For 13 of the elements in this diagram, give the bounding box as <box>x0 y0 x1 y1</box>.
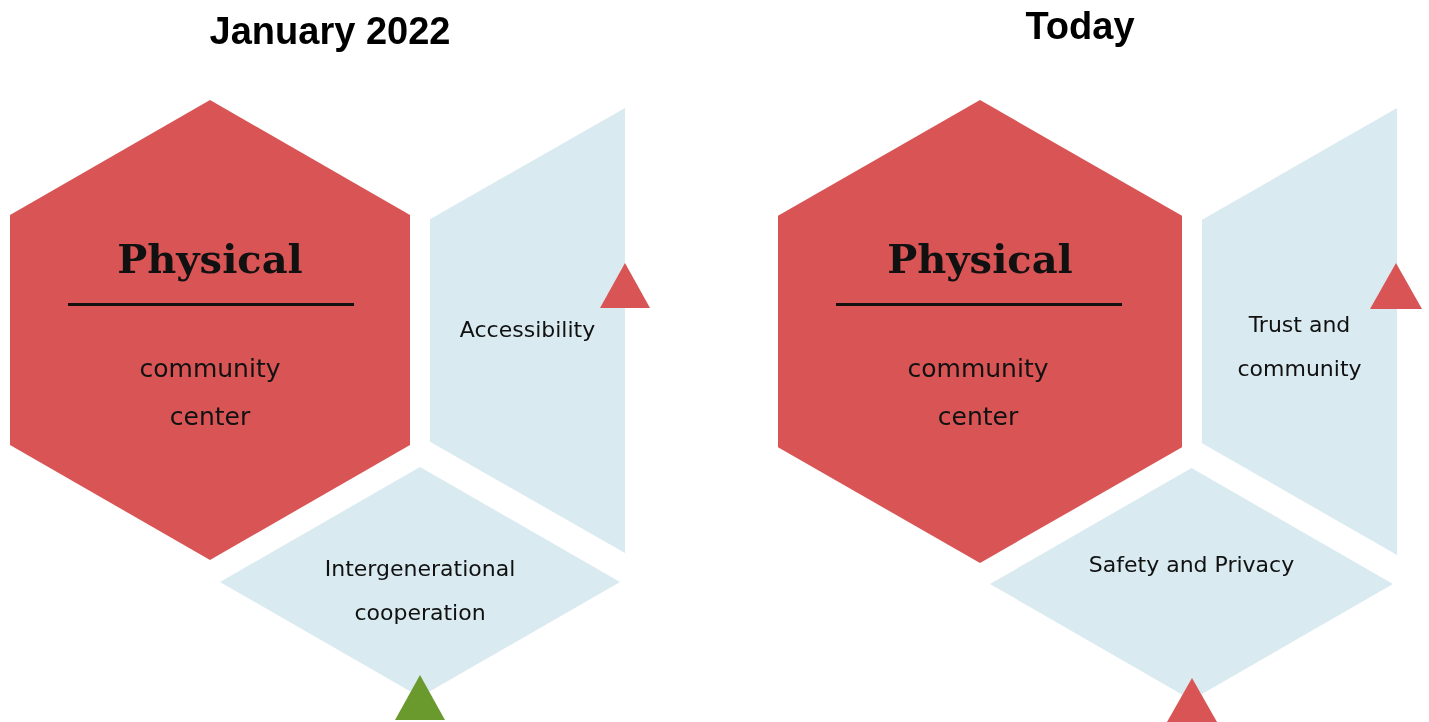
heading: Physical <box>116 235 304 282</box>
parallelogram-shape <box>1202 108 1397 555</box>
shape-label: Accessibility <box>458 316 597 344</box>
parallelogram-shape <box>430 108 625 553</box>
shape-label: Trust and community <box>1236 311 1363 383</box>
body-text: community center <box>906 353 1050 433</box>
hexagon-shape <box>10 100 410 560</box>
body-text: community center <box>138 353 282 433</box>
shape-label: Safety and Privacy <box>1087 551 1296 579</box>
heading: Physical <box>886 235 1074 282</box>
panel-title: Today <box>1024 5 1136 48</box>
panel-title: January 2022 <box>208 10 452 53</box>
shape-label: Intergenerational cooperation <box>323 555 517 627</box>
